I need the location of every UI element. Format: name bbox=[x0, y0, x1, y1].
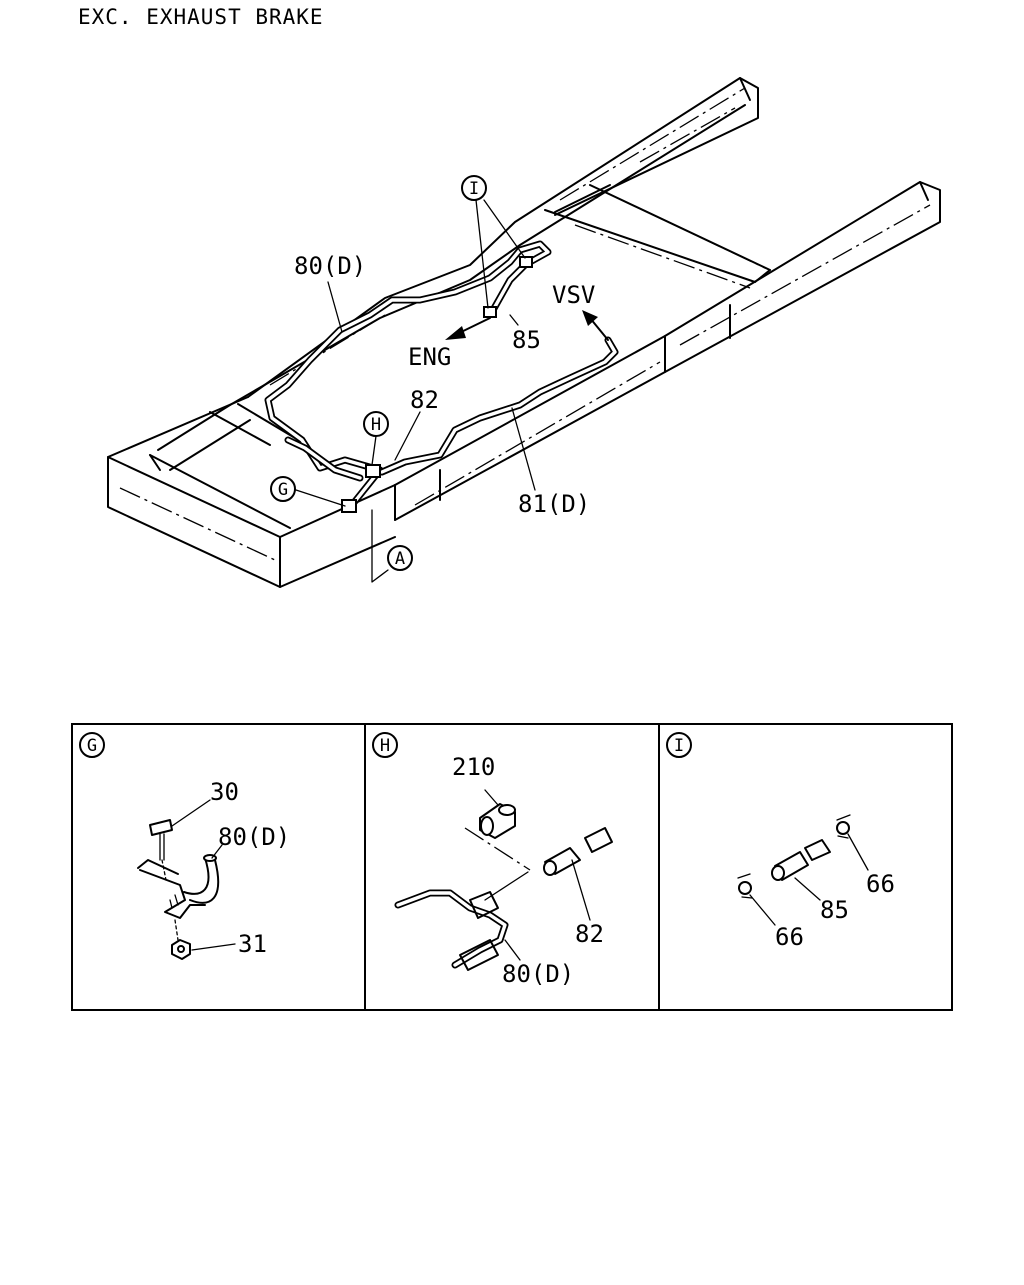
nut-31 bbox=[171, 919, 191, 960]
callout-i: I bbox=[461, 175, 487, 201]
svg-text:I: I bbox=[469, 179, 479, 199]
bolt-30 bbox=[149, 819, 173, 881]
detail-g: G 30 80(D) 31 bbox=[79, 732, 290, 960]
label-hose-85: 85 bbox=[512, 326, 541, 354]
pipe-80d-detail bbox=[394, 889, 509, 971]
detail-h: H 210 82 80(D) bbox=[372, 732, 613, 988]
eng-arrow bbox=[445, 317, 491, 340]
chassis-frame bbox=[107, 77, 941, 588]
page-title: EXC. EXHAUST BRAKE bbox=[78, 5, 324, 29]
svg-text:G: G bbox=[278, 480, 288, 500]
hose-85-detail bbox=[771, 839, 831, 881]
label-bolt-30: 30 bbox=[210, 778, 239, 806]
detail-g-marker: G bbox=[79, 732, 105, 758]
label-fitting-210: 210 bbox=[452, 753, 495, 781]
label-h-hose-82: 82 bbox=[575, 920, 604, 948]
vsv-arrow bbox=[582, 310, 609, 341]
main-leader-lines bbox=[295, 199, 536, 583]
label-hose-82: 82 bbox=[410, 386, 439, 414]
svg-text:I: I bbox=[674, 736, 684, 756]
label-g-pipe-80d: 80(D) bbox=[218, 823, 290, 851]
label-pipe-80d: 80(D) bbox=[294, 252, 366, 280]
svg-text:H: H bbox=[371, 415, 381, 435]
detail-panels bbox=[71, 723, 953, 1011]
svg-text:G: G bbox=[87, 736, 97, 756]
label-pipe-81d: 81(D) bbox=[518, 490, 590, 518]
label-clip-66-right: 66 bbox=[866, 870, 895, 898]
svg-text:H: H bbox=[380, 736, 390, 756]
callout-a: A bbox=[387, 545, 413, 571]
label-i-hose-85: 85 bbox=[820, 896, 849, 924]
clamp-and-pipe bbox=[137, 854, 220, 919]
label-eng: ENG bbox=[408, 343, 451, 371]
callout-h: H bbox=[363, 411, 389, 437]
detail-i-marker: I bbox=[666, 732, 692, 758]
label-vsv: VSV bbox=[552, 281, 595, 309]
label-h-pipe-80d: 80(D) bbox=[502, 960, 574, 988]
hose-82 bbox=[543, 827, 613, 876]
fitting-210 bbox=[479, 803, 516, 839]
detail-h-marker: H bbox=[372, 732, 398, 758]
svg-text:A: A bbox=[395, 549, 405, 569]
callout-g: G bbox=[270, 476, 296, 502]
label-nut-31: 31 bbox=[238, 930, 267, 958]
label-clip-66-left: 66 bbox=[775, 923, 804, 951]
clip-66-right bbox=[836, 814, 851, 839]
clip-66-left bbox=[737, 873, 753, 899]
detail-i: I 66 85 66 bbox=[666, 732, 895, 951]
